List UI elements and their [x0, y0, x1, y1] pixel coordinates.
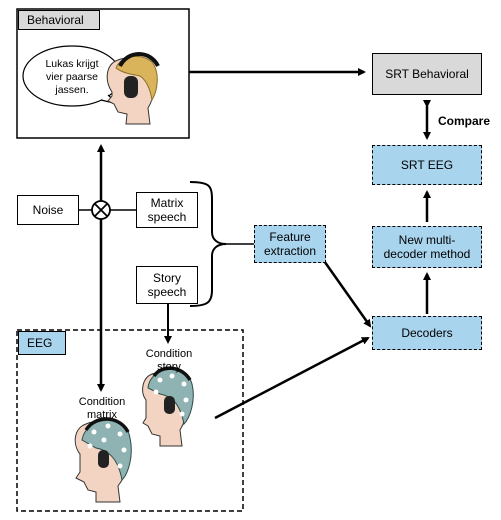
matrix-speech-box: Matrix speech — [136, 192, 198, 228]
srt-eeg-box: SRT EEG — [372, 145, 482, 185]
eeg-panel — [16, 329, 244, 512]
story-speech-box: Story speech — [136, 266, 198, 304]
mixer-icon — [91, 200, 111, 220]
condition-matrix-label: Condition matrix — [78, 396, 126, 421]
eeg-head-matrix-icon — [74, 417, 132, 503]
compare-label: Compare — [438, 114, 491, 128]
listener-head-icon — [106, 52, 160, 125]
behavioral-tag: Behavioral — [18, 10, 100, 30]
multi-decoder-box: New multi- decoder method — [372, 226, 482, 268]
noise-box: Noise — [17, 195, 79, 225]
eeg-tag: EEG — [18, 331, 66, 355]
condition-story-label: Condition story — [145, 348, 193, 373]
srt-behavioral-box: SRT Behavioral — [372, 53, 482, 95]
speech-bubble-text: Lukas krijgt vier paarse jassen. — [45, 58, 99, 96]
arrow-feature-to-decoders — [320, 257, 372, 328]
arrow-eeg-to-decoders — [214, 336, 370, 420]
decoders-box: Decoders — [372, 316, 482, 350]
feature-extraction-box: Feature extraction — [254, 225, 326, 263]
eeg-head-story-icon — [142, 366, 194, 447]
